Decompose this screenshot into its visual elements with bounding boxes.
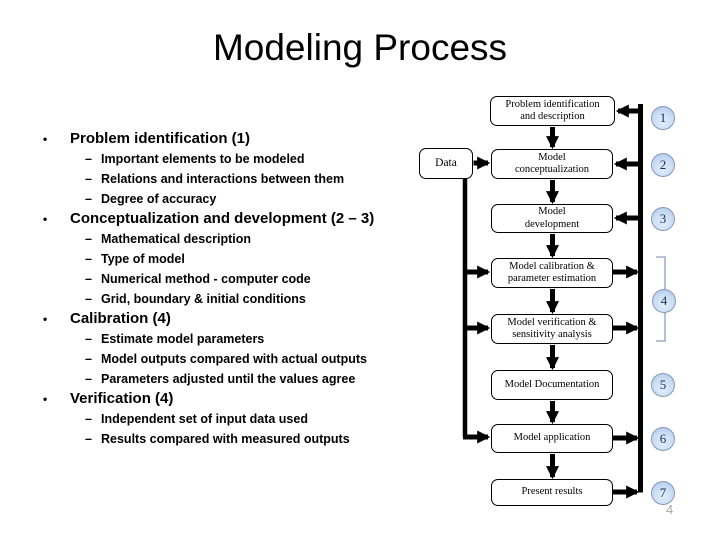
sub-bullet-label: Numerical method - computer code: [101, 272, 311, 286]
sub-bullet: – Type of model: [40, 249, 450, 269]
flow-box-label: Problem identification: [505, 98, 600, 110]
sub-bullet: – Numerical method - computer code: [40, 269, 450, 289]
flow-box-present-results: Present results: [491, 479, 613, 506]
sub-bullet: – Results compared with measured outputs: [40, 429, 450, 449]
sub-bullet: – Important elements to be modeled: [40, 149, 450, 169]
step-number: 4: [660, 293, 668, 308]
step-badge-1: 1: [651, 106, 675, 130]
bullet-icon: •: [43, 212, 48, 226]
dash-icon: –: [85, 352, 92, 366]
flow-box-problem-identification: Problem identification and description: [490, 96, 615, 126]
sub-bullet-label: Mathematical description: [101, 232, 252, 246]
flow-box-label: Model application: [513, 432, 591, 444]
step-number: 2: [659, 157, 667, 172]
sub-bullet-label: Important elements to be modeled: [101, 152, 305, 166]
flow-box-model-development: Model development: [491, 204, 613, 233]
bullet-item-conceptualization: • Conceptualization and development (2 –…: [40, 209, 450, 229]
sub-bullet-label: Grid, boundary & initial conditions: [101, 292, 306, 306]
flow-box-label: Model Documentation: [504, 378, 600, 390]
dash-icon: –: [85, 332, 92, 346]
sub-bullet: – Estimate model parameters: [40, 329, 450, 349]
sub-bullet-label: Results compared with measured outputs: [101, 432, 350, 446]
sub-bullet-label: Relations and interactions between them: [101, 172, 345, 186]
sub-bullet-label: Parameters adjusted until the values agr…: [101, 372, 356, 386]
flow-box-label: Model verification &: [507, 316, 597, 328]
sub-bullet: – Mathematical description: [40, 229, 450, 249]
flow-box-model-application: Model application: [491, 424, 613, 453]
flow-box-data: Data: [419, 148, 473, 179]
bullet-item-calibration: • Calibration (4): [40, 309, 450, 329]
flow-box-label: and description: [520, 111, 585, 122]
sub-bullet-label: Type of model: [101, 252, 185, 266]
sub-bullet: – Relations and interactions between the…: [40, 169, 450, 189]
bullet-item-problem-identification: • Problem identification (1): [40, 129, 450, 149]
bullet-icon: •: [43, 132, 48, 146]
flow-box-model-calibration: Model calibration & parameter estimation: [491, 258, 613, 288]
flow-box-label: parameter estimation: [507, 273, 597, 284]
step-number: 1: [659, 110, 667, 125]
flow-box-label: Data: [435, 157, 457, 170]
dash-icon: –: [85, 152, 92, 166]
flow-box-label: sensitivity analysis: [512, 329, 592, 340]
dash-icon: –: [85, 412, 92, 426]
step-number: 3: [659, 211, 667, 226]
feedback-out-arrows: [612, 265, 640, 499]
sub-bullet: – Parameters adjusted until the values a…: [40, 369, 450, 389]
step-number: 7: [659, 485, 667, 500]
dash-icon: –: [85, 432, 92, 446]
step-number: 6: [659, 431, 667, 446]
feedback-in-arrows: [613, 104, 641, 225]
bullet-label: Calibration (4): [70, 310, 171, 327]
sub-bullet: – Model outputs compared with actual out…: [40, 349, 450, 369]
flow-box-label: development: [524, 218, 580, 230]
dash-icon: –: [85, 292, 92, 306]
flow-box-label: Model: [538, 151, 566, 163]
bullet-icon: •: [43, 312, 48, 326]
bullet-label: Verification (4): [70, 390, 174, 407]
flow-box-model-conceptualization: Model conceptualization: [491, 149, 613, 179]
flow-box-label: Model: [538, 206, 566, 217]
data-in-arrows: [463, 156, 491, 444]
step-badge-2: 2: [651, 153, 675, 177]
bullet-icon: •: [43, 392, 48, 406]
flow-box-model-verification: Model verification & sensitivity analysi…: [491, 314, 613, 344]
step-badge-6: 6: [651, 427, 675, 451]
flow-box-model-documentation: Model Documentation: [491, 370, 613, 400]
sub-bullet: – Grid, boundary & initial conditions: [40, 289, 450, 309]
sub-bullet-label: Estimate model parameters: [101, 332, 265, 346]
dash-icon: –: [85, 172, 92, 186]
step-badge-5: 5: [651, 373, 675, 397]
bullet-item-verification: • Verification (4): [40, 389, 450, 409]
dash-icon: –: [85, 252, 92, 266]
dash-icon: –: [85, 272, 92, 286]
page-number: 4: [666, 502, 674, 517]
step-badge-7: 7: [651, 481, 675, 505]
flow-box-label: Present results: [521, 486, 583, 498]
step-badge-4: 4: [652, 289, 676, 313]
step-badge-3: 3: [651, 207, 675, 231]
sub-bullet-label: Degree of accuracy: [101, 192, 217, 206]
sub-bullet-label: Independent set of input data used: [101, 412, 308, 426]
flow-box-label: Model calibration &: [509, 260, 595, 272]
sub-bullet-label: Model outputs compared with actual outpu…: [101, 352, 367, 366]
step-number: 5: [659, 377, 667, 392]
slide-title: Modeling Process: [212, 27, 508, 68]
dash-icon: –: [85, 232, 92, 246]
sub-bullet: – Degree of accuracy: [40, 189, 450, 209]
bullet-label: Conceptualization and development (2 – 3…: [70, 210, 375, 227]
sub-bullet: – Independent set of input data used: [40, 409, 450, 429]
bullet-label: Problem identification (1): [70, 130, 251, 147]
dash-icon: –: [85, 372, 92, 386]
flow-box-label: conceptualization: [514, 164, 590, 175]
dash-icon: –: [85, 192, 92, 206]
bullet-list: • Problem identification (1) – Important…: [40, 129, 450, 449]
